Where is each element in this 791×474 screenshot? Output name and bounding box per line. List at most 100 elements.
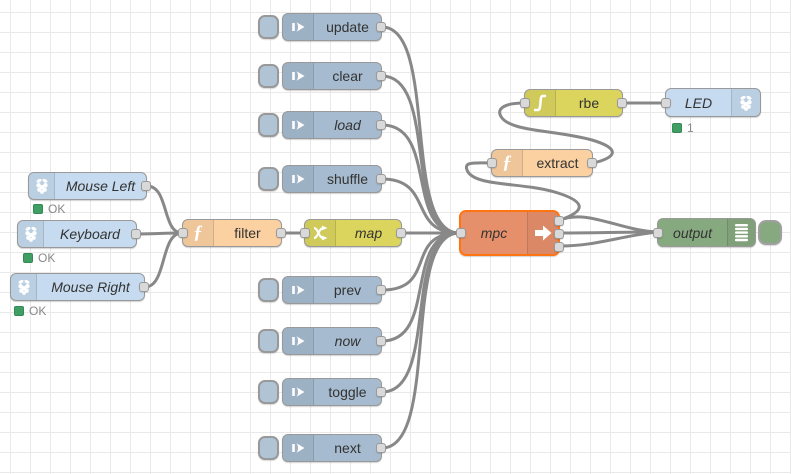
wire[interactable] — [380, 231, 461, 343]
status-text: 1 — [687, 121, 694, 135]
inject-trigger-button[interactable] — [258, 329, 279, 353]
node-label: next — [334, 440, 361, 456]
node-status: OK — [33, 202, 65, 216]
output-port[interactable] — [376, 22, 386, 32]
raspberry-pi-icon — [11, 274, 37, 300]
node-label: clear — [332, 68, 363, 84]
wire[interactable] — [380, 177, 461, 235]
input-port[interactable] — [661, 97, 671, 108]
node-label: Mouse Left — [65, 178, 136, 194]
status-dot-icon — [14, 306, 24, 316]
status-text: OK — [48, 202, 66, 216]
output-port[interactable] — [376, 71, 386, 81]
raspberry-pi-icon — [29, 173, 55, 199]
node-map[interactable]: map — [300, 219, 406, 247]
inject-trigger-button[interactable] — [258, 15, 279, 39]
node-status: OK — [14, 304, 46, 318]
inject-node-load[interactable]: load — [258, 111, 386, 139]
input-port[interactable] — [300, 228, 310, 238]
debug-toggle-button[interactable] — [758, 220, 782, 245]
inject-trigger-button[interactable] — [258, 167, 279, 191]
wire[interactable] — [558, 215, 659, 234]
wire[interactable] — [380, 231, 461, 394]
wire[interactable] — [558, 230, 659, 248]
node-mpc-selected[interactable]: mpc — [456, 210, 564, 256]
node-label: Mouse Right — [51, 279, 130, 295]
output-port-1[interactable] — [554, 216, 564, 226]
wire[interactable] — [380, 25, 461, 235]
input-port[interactable] — [653, 227, 663, 238]
inject-trigger-button[interactable] — [258, 278, 279, 302]
wire[interactable] — [380, 123, 461, 235]
output-port[interactable] — [376, 443, 386, 453]
node-label: Keyboard — [60, 226, 120, 242]
inject-arrow-icon — [283, 435, 314, 461]
node-label: filter — [234, 225, 261, 241]
output-port[interactable] — [617, 98, 627, 108]
node-extract[interactable]: ƒ extract — [487, 149, 597, 177]
node-mouse-left[interactable]: Mouse Left — [28, 172, 151, 200]
node-label: load — [334, 117, 361, 133]
output-port[interactable] — [141, 181, 151, 191]
wire[interactable] — [143, 231, 184, 289]
output-port[interactable] — [276, 228, 286, 238]
raspberry-pi-icon — [731, 89, 760, 116]
node-label: output — [673, 224, 712, 241]
inject-trigger-button[interactable] — [258, 64, 279, 88]
shuffle-arrows-icon — [305, 220, 336, 246]
status-text: OK — [38, 251, 56, 265]
node-status: OK — [23, 251, 55, 265]
output-port[interactable] — [396, 228, 406, 238]
input-port[interactable] — [520, 98, 530, 108]
node-led[interactable]: LED — [661, 88, 761, 117]
output-port[interactable] — [376, 336, 386, 346]
inject-arrow-icon — [283, 14, 314, 40]
status-dot-icon — [23, 253, 33, 263]
node-label: shuffle — [327, 171, 368, 187]
output-port-3[interactable] — [554, 242, 564, 252]
node-keyboard[interactable]: Keyboard — [17, 220, 141, 248]
wire[interactable] — [465, 161, 581, 222]
inject-arrow-icon — [283, 166, 314, 192]
media-arrow-icon — [527, 212, 558, 254]
inject-arrow-icon — [283, 379, 314, 405]
inject-node-next[interactable]: next — [258, 434, 386, 462]
output-port[interactable] — [131, 229, 141, 239]
input-port[interactable] — [487, 158, 497, 168]
status-dot-icon — [33, 204, 43, 214]
input-port[interactable] — [178, 228, 188, 238]
wire[interactable] — [498, 101, 614, 165]
output-port[interactable] — [376, 285, 386, 295]
output-port[interactable] — [139, 282, 149, 292]
node-mouse-right[interactable]: Mouse Right — [10, 273, 149, 301]
wire[interactable] — [145, 184, 184, 235]
hysteresis-icon — [525, 90, 556, 116]
wire[interactable] — [380, 74, 461, 235]
node-rbe[interactable]: rbe — [520, 89, 627, 117]
node-label: toggle — [328, 384, 367, 400]
inject-node-update[interactable]: update — [258, 13, 386, 41]
inject-trigger-button[interactable] — [258, 436, 279, 460]
node-filter[interactable]: ƒ filter — [178, 219, 286, 247]
output-port[interactable] — [376, 387, 386, 397]
inject-node-shuffle[interactable]: shuffle — [258, 165, 386, 193]
inject-arrow-icon — [283, 112, 314, 138]
inject-node-now[interactable]: now — [258, 327, 386, 355]
inject-node-clear[interactable]: clear — [258, 62, 386, 90]
inject-trigger-button[interactable] — [258, 380, 279, 404]
inject-node-toggle[interactable]: toggle — [258, 378, 386, 406]
function-icon: ƒ — [183, 220, 214, 246]
node-label: map — [354, 225, 383, 241]
inject-node-prev[interactable]: prev — [258, 276, 386, 304]
output-port[interactable] — [376, 174, 386, 184]
input-port[interactable] — [456, 228, 466, 238]
node-output[interactable]: output — [653, 218, 782, 247]
output-port[interactable] — [587, 158, 597, 168]
wire[interactable] — [380, 231, 461, 450]
output-port[interactable] — [376, 120, 386, 130]
inject-trigger-button[interactable] — [258, 113, 279, 137]
node-label: prev — [333, 282, 362, 298]
node-label: update — [326, 19, 369, 35]
output-port-2[interactable] — [554, 229, 564, 239]
